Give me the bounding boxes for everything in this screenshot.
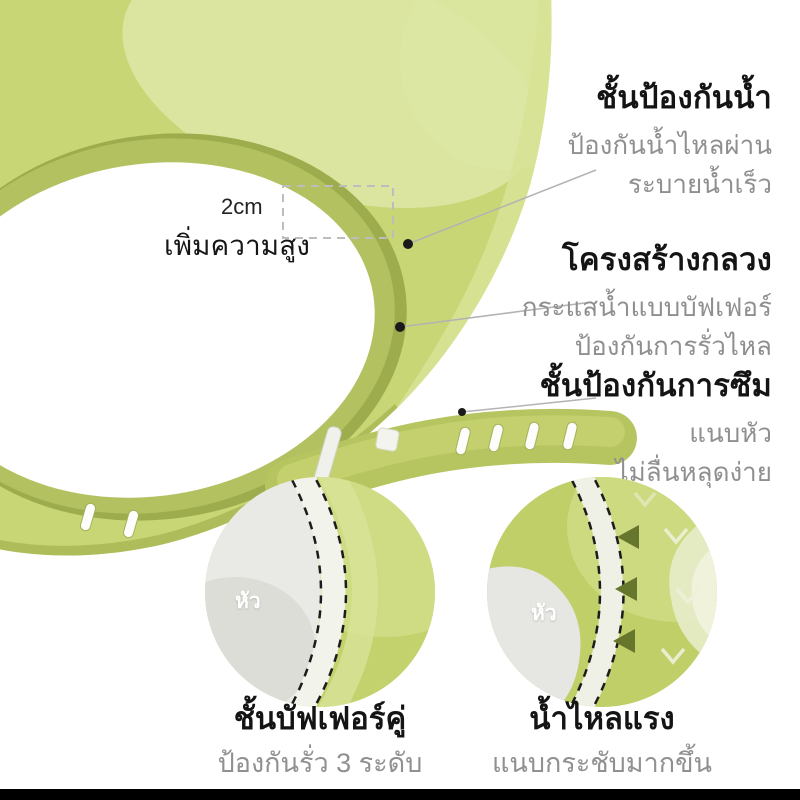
callout-title: ชั้นป้องกันน้ำ <box>596 80 772 115</box>
callout-leader-lines <box>399 169 597 413</box>
caption-subtitle: แนบกระชับมากขึ้น <box>491 748 713 778</box>
rim-band <box>288 477 346 707</box>
dashed-arc-outer <box>591 477 625 707</box>
rim-band <box>569 477 623 707</box>
buckle-bead <box>375 427 400 452</box>
measure-label: เพิ่มความสูง <box>164 230 310 261</box>
caption-subtitle: ป้องกันรั่ว 3 ระดับ <box>217 748 423 778</box>
callout-line: ไม่ลื่นหลุดง่าย <box>615 457 772 487</box>
callout-title: ชั้นป้องกันการซึม <box>539 368 772 403</box>
callout-water-layer: ชั้นป้องกันน้ำ ป้องกันน้ำไหลผ่าน ระบายน้… <box>568 76 772 204</box>
callout-line: ป้องกันน้ำไหลผ่าน <box>567 130 772 160</box>
inset-buffer-art <box>205 477 435 707</box>
inset-buffer-closeup: หัว <box>205 477 435 707</box>
bottom-banner <box>0 789 800 800</box>
chevron-down-icon <box>633 491 701 665</box>
callout-line: กระแสน้ำแบบบัฟเฟอร์ <box>521 292 772 322</box>
callout-line: แนบหัว <box>689 418 772 448</box>
inset-waterflow-art <box>487 477 717 707</box>
caption-buffer: ชั้นบัฟเฟอร์คู่ ป้องกันรั่ว 3 ระดับ <box>180 696 460 784</box>
ring-edge-light <box>395 0 552 410</box>
callout-title: โครงสร้างกลวง <box>561 242 772 277</box>
dashed-arc-outer <box>313 477 348 707</box>
head-label: หัว <box>531 602 557 625</box>
caption-title: น้ำไหลแรง <box>529 701 675 736</box>
callout-dots <box>395 239 466 416</box>
water-blob-inner <box>691 544 717 643</box>
callout-line: ระบายน้ำเร็ว <box>627 169 772 199</box>
ring-hole <box>0 162 375 498</box>
callout-seep-layer: ชั้นป้องกันการซึม แนบหัว ไม่ลื่นหลุดง่าย <box>540 364 772 492</box>
dashed-arc-inner <box>289 477 323 707</box>
caption-title: ชั้นบัฟเฟอร์คู่ <box>233 701 407 736</box>
green-sheen <box>317 477 378 707</box>
caption-waterflow: น้ำไหลแรง แนบกระชับมากขึ้น <box>462 696 742 784</box>
callout-line: ป้องกันการรั่วไหล <box>574 331 772 361</box>
measure-value: 2cm <box>221 194 263 219</box>
ring-highlight-right <box>400 0 552 170</box>
arrow-left-icon <box>613 525 639 653</box>
callout-hollow-structure: โครงสร้างกลวง กระแสน้ำแบบบัฟเฟอร์ ป้องกั… <box>522 238 772 366</box>
strap-slots <box>80 421 578 539</box>
head-label: หัว <box>235 590 261 613</box>
measure-box <box>282 185 394 239</box>
inset-waterflow-closeup: หัว <box>487 477 717 707</box>
dashed-arc-inner <box>568 477 602 707</box>
